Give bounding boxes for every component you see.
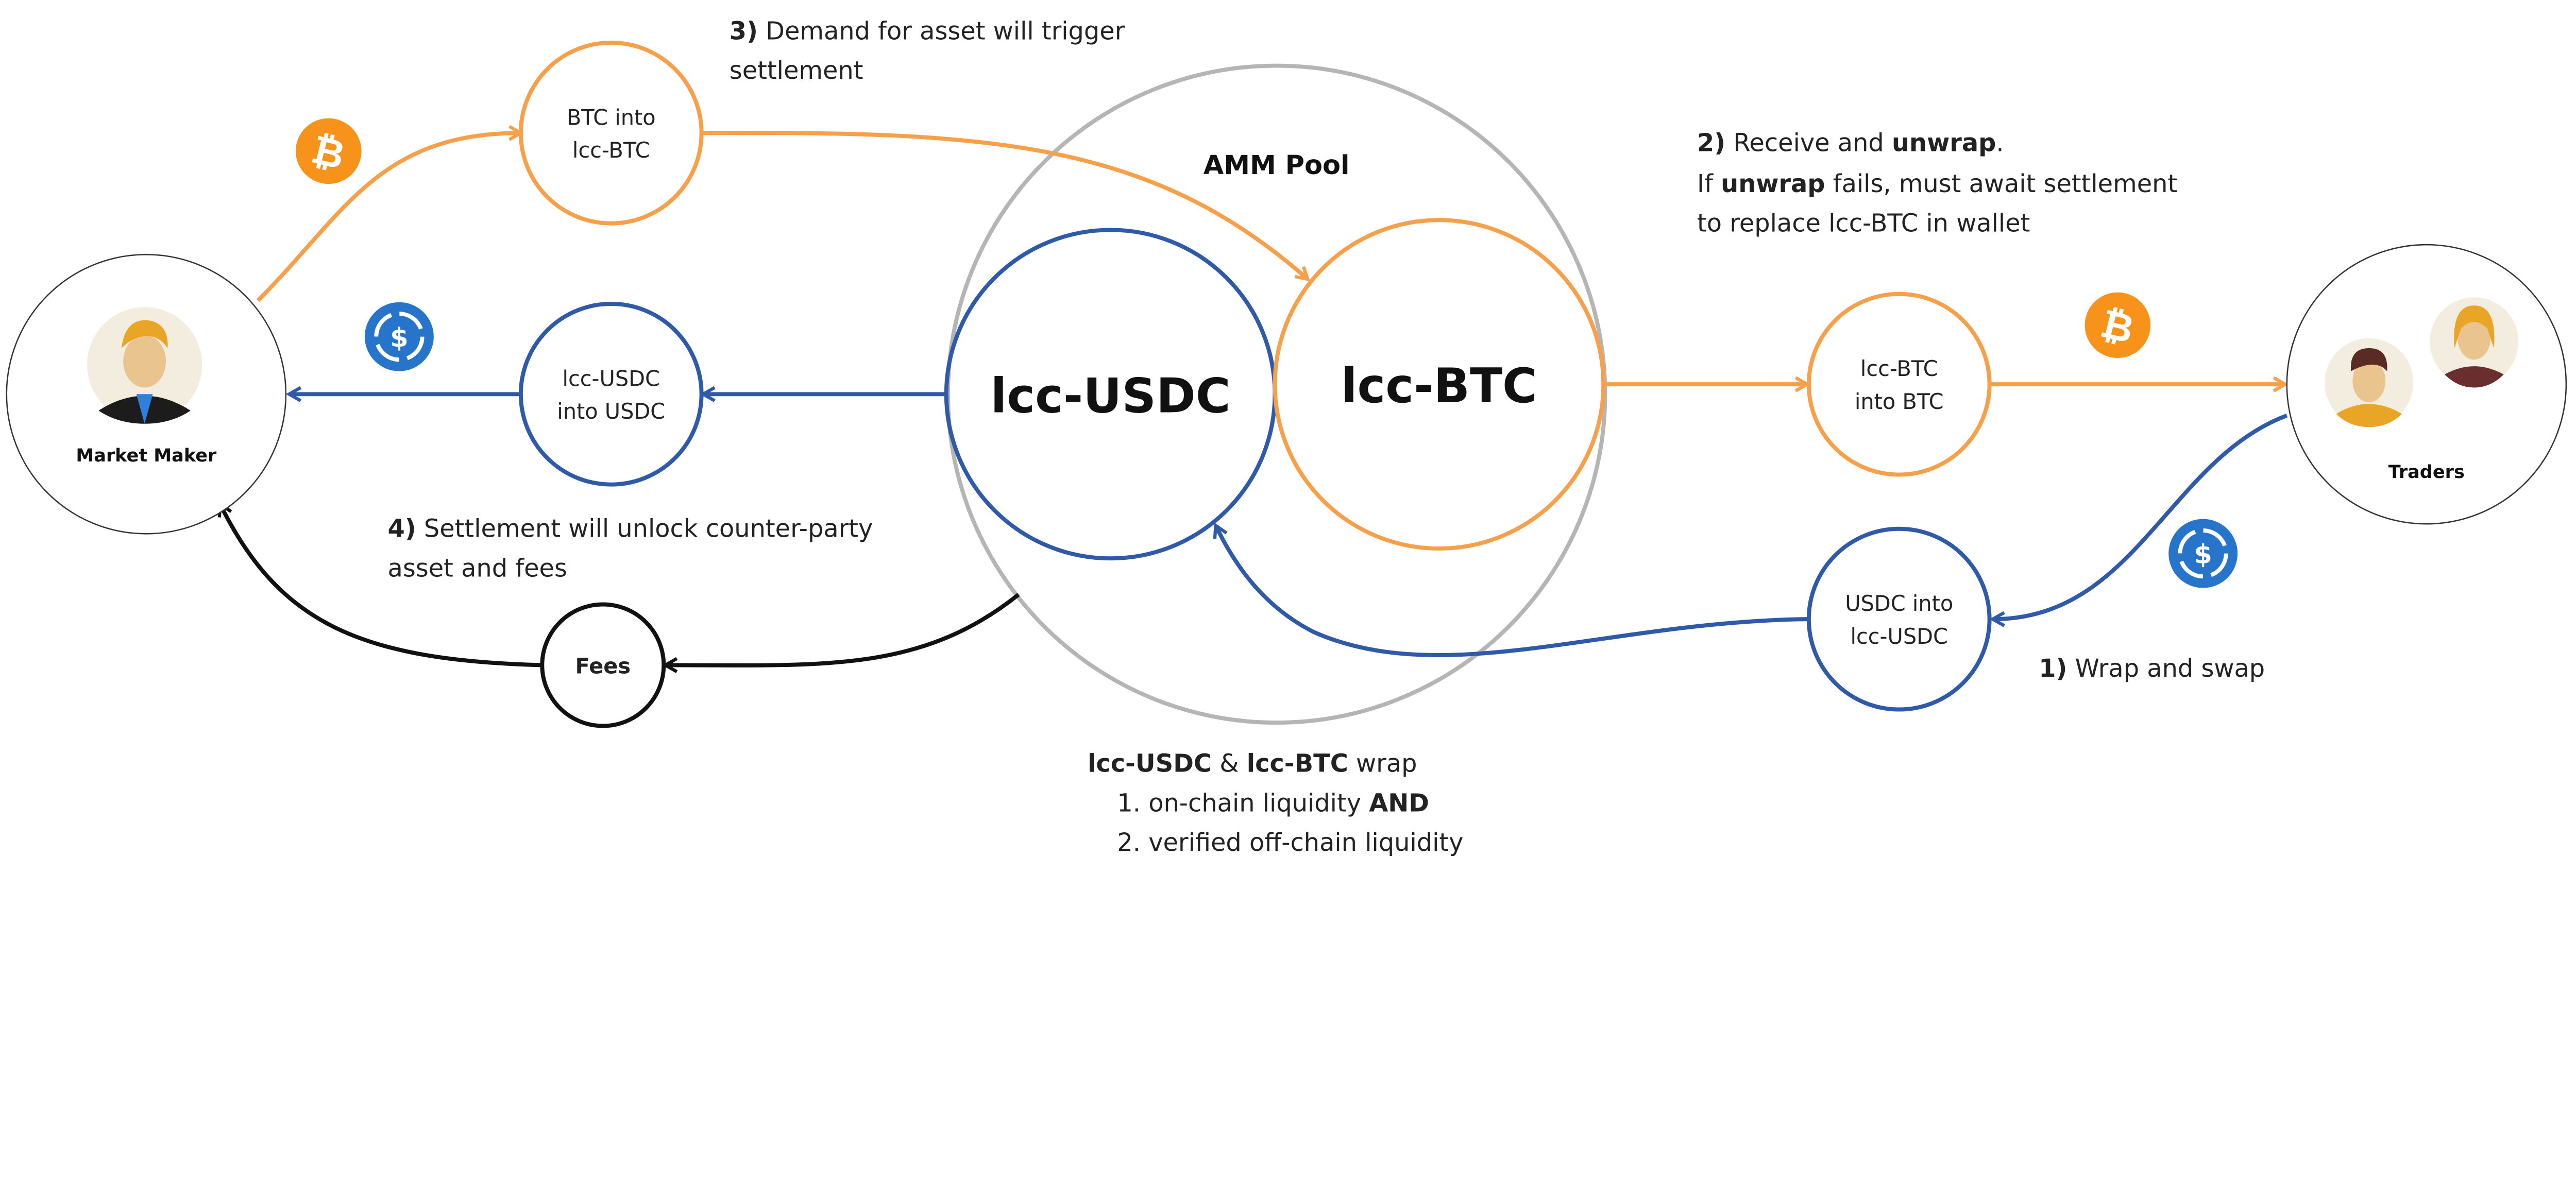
fees-node: Fees xyxy=(540,602,666,728)
svg-text:lcc-BTC: lcc-BTC xyxy=(572,138,650,163)
diagram-container: AMM Pool lcc-USDC lcc-BTC Market Maker xyxy=(6,18,2567,857)
arrow-pool-to-fees xyxy=(665,593,1020,665)
svg-text:Fees: Fees xyxy=(575,654,631,678)
svg-text:lcc-USDC & lcc-BTC wrap: lcc-USDC & lcc-BTC wrap xyxy=(1088,750,1417,778)
svg-text:BTC into: BTC into xyxy=(567,105,656,130)
note-step-1: 1) Wrap and swap xyxy=(2039,655,2265,683)
lcc-usdc-into-usdc-node: lcc-USDC into USDC xyxy=(518,301,704,487)
svg-text:1) Wrap and swap: 1) Wrap and swap xyxy=(2039,655,2265,683)
arrow-traders-to-usdc-wrap xyxy=(1993,414,2288,619)
note-step-4: 4) Settlement will unlock counter-party … xyxy=(388,515,873,583)
note-step-3: 3) Demand for asset will trigger settlem… xyxy=(730,18,1125,85)
svg-text:If unwrap fails, must await se: If unwrap fails, must await settlement xyxy=(1697,170,2177,198)
traders-label: Traders xyxy=(2388,461,2465,483)
arrow-fees-to-mm xyxy=(220,504,543,667)
svg-text:2. verified off-chain liquidit: 2. verified off-chain liquidity xyxy=(1117,829,1463,857)
svg-text:$: $ xyxy=(390,323,409,353)
usdc-coin-icon: $ xyxy=(2168,519,2238,588)
svg-text:into USDC: into USDC xyxy=(557,399,665,424)
lcc-btc-into-btc-node: lcc-BTC into BTC xyxy=(1806,292,1992,477)
market-maker-label: Market Maker xyxy=(76,445,217,466)
svg-text:2) Receive and unwrap.: 2) Receive and unwrap. xyxy=(1697,129,2004,157)
note-step-2: 2) Receive and unwrap. If unwrap fails, … xyxy=(1697,129,2177,237)
svg-text:4) Settlement will unlock coun: 4) Settlement will unlock counter-party xyxy=(388,515,873,543)
amm-pool-title: AMM Pool xyxy=(1204,150,1350,181)
svg-text:lcc-USDC: lcc-USDC xyxy=(1850,624,1948,649)
usdc-coin-icon: $ xyxy=(364,302,434,371)
note-wrap-requirements: lcc-USDC & lcc-BTC wrap 1. on-chain liqu… xyxy=(1088,750,1463,857)
svg-text:asset and fees: asset and fees xyxy=(388,554,567,583)
bitcoin-coin-icon: ₿ xyxy=(2084,292,2151,358)
btc-into-lcc-btc-node: BTC into lcc-BTC xyxy=(518,40,704,226)
arrow-usdc-wrap-to-pool xyxy=(1216,525,1809,657)
market-maker-avatar xyxy=(87,307,202,424)
bitcoin-coin-icon: ₿ xyxy=(295,118,362,184)
market-maker-node: Market Maker xyxy=(6,253,287,535)
lcc-btc-label: lcc-BTC xyxy=(1341,358,1537,414)
svg-text:settlement: settlement xyxy=(730,57,863,85)
svg-text:$: $ xyxy=(2194,540,2212,570)
svg-text:into BTC: into BTC xyxy=(1855,389,1944,414)
svg-text:USDC into: USDC into xyxy=(1845,591,1953,616)
arrow-btc-wrap-to-pool xyxy=(701,130,1308,279)
svg-text:1. on-chain liquidity AND: 1. on-chain liquidity AND xyxy=(1117,789,1429,817)
svg-text:to replace lcc-BTC in wallet: to replace lcc-BTC in wallet xyxy=(1697,210,2030,238)
trader-avatars xyxy=(2325,297,2519,427)
usdc-into-lcc-usdc-node: USDC into lcc-USDC xyxy=(1806,526,1992,712)
lcc-usdc-label: lcc-USDC xyxy=(991,368,1231,423)
arrow-mm-to-btc-wrap xyxy=(256,133,521,302)
svg-text:lcc-USDC: lcc-USDC xyxy=(562,366,660,391)
traders-node: Traders xyxy=(2286,244,2567,525)
svg-text:lcc-BTC: lcc-BTC xyxy=(1860,356,1938,381)
svg-text:3) Demand for asset will trigg: 3) Demand for asset will trigger xyxy=(730,18,1125,46)
diagram: AMM Pool lcc-USDC lcc-BTC Market Maker xyxy=(6,18,2567,857)
